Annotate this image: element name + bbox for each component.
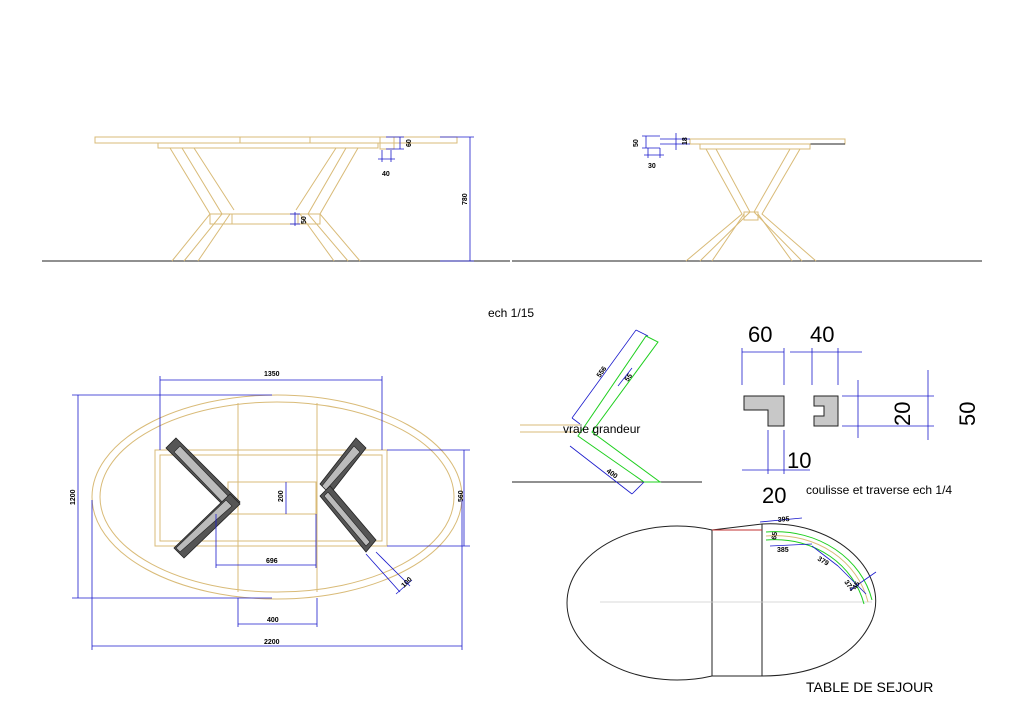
stretcher	[209, 213, 321, 225]
dim-leg-upper: 556	[596, 365, 608, 379]
dim-curve-c: 385	[777, 547, 789, 554]
dim-overall-length: 2200	[264, 639, 280, 646]
dim-side-rail-h: 50	[633, 139, 640, 147]
dim-foot-section: 50	[301, 216, 308, 224]
detail-dim-20v: 20	[890, 402, 915, 426]
leg-bottom-left	[173, 493, 241, 559]
front-elevation: 60 40 780 50	[42, 136, 510, 262]
detail-dim-20: 20	[762, 483, 786, 508]
scale-label: ech 1/15	[488, 306, 534, 320]
dim-side-top: 18	[682, 137, 689, 145]
table-top	[94, 136, 458, 144]
leg-true-size: 556 55 400 vraie grandeur	[512, 329, 702, 495]
leg-bottom-right	[319, 485, 377, 553]
detail-dim-40: 40	[810, 322, 834, 347]
dim-stretcher: 696	[266, 558, 278, 565]
dim-curve-a: 395	[778, 516, 790, 524]
extended-plan: 395 65 385 379 374 45	[566, 516, 877, 681]
side-top	[689, 138, 846, 145]
side-elevation: 50 18 30	[512, 133, 982, 262]
detail-dim-10: 10	[787, 448, 811, 473]
dim-side-rail-w: 30	[648, 163, 656, 170]
apron	[157, 142, 379, 149]
dim-curve-d: 379	[816, 556, 830, 568]
end-curve-right	[761, 523, 877, 677]
section-detail: 60 40 20 50 10 20 coulisse et traverse e…	[741, 322, 980, 508]
dim-center: 200	[278, 490, 285, 502]
dim-overall-width: 1200	[70, 489, 77, 505]
dim-top-thickness: 60	[406, 139, 413, 147]
dim-curve-f: 45	[852, 581, 862, 591]
dim-frame-length: 1350	[264, 371, 280, 378]
rail-section	[813, 395, 839, 427]
end-curve-left	[566, 525, 713, 681]
detail-dim-50: 50	[955, 402, 980, 426]
table-outline	[91, 394, 463, 600]
drawing-title: TABLE DE SEJOUR	[806, 679, 933, 695]
leg-top-right	[319, 437, 367, 495]
apron-frame	[154, 449, 388, 547]
dim-leg-thickness: 55	[624, 373, 634, 383]
dim-height: 780	[462, 193, 469, 205]
plan-view: 1350 1200 560 200 696 100 400 2200	[70, 371, 470, 650]
dim-curve-b: 65	[771, 531, 779, 540]
true-size-label: vraie grandeur	[563, 422, 640, 436]
dim-apron-depth: 560	[458, 490, 465, 502]
dim-center-gap: 400	[267, 617, 279, 624]
slide-section	[743, 395, 785, 427]
detail-scale-label: coulisse et traverse ech 1/4	[806, 483, 952, 497]
detail-dim-60: 60	[748, 322, 772, 347]
dim-rail-width: 40	[382, 171, 390, 178]
